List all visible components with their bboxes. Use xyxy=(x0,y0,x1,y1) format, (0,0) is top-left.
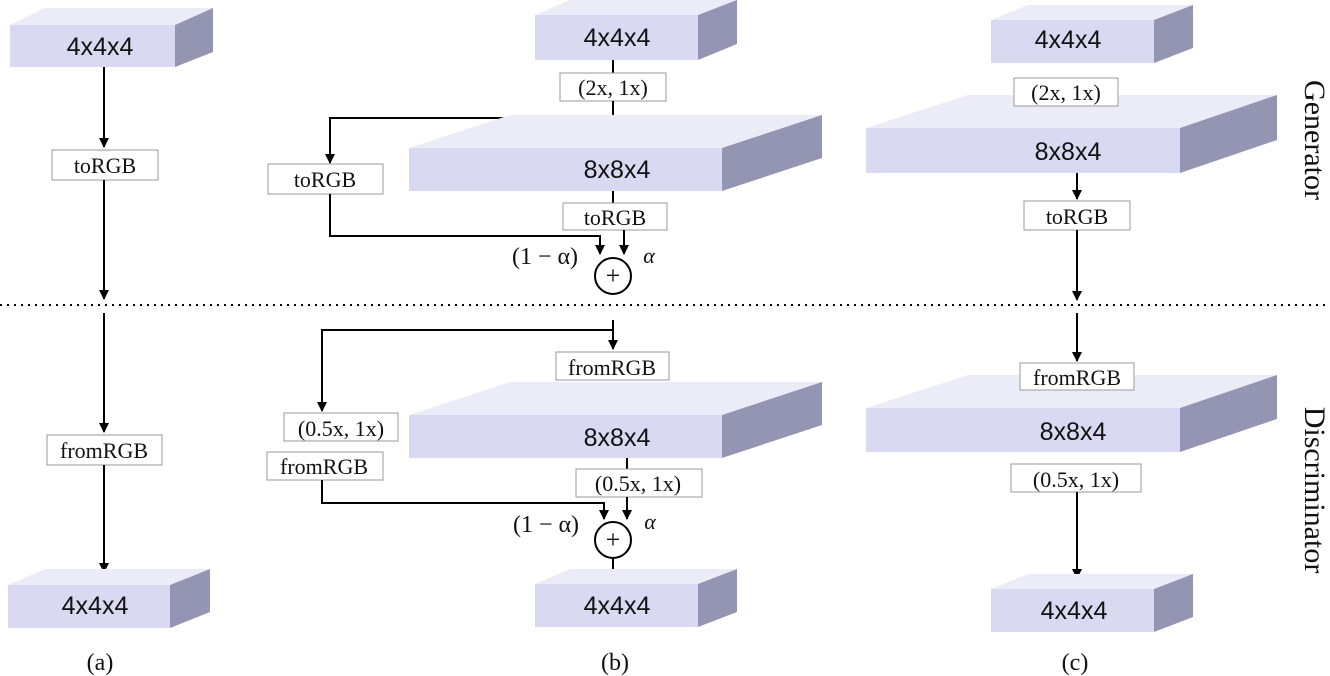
panel-c-upsample-tag: (2x, 1x) xyxy=(1013,77,1119,107)
panel-caption: (a) xyxy=(87,650,114,676)
panel-b-disc-from-rgb-right: fromRGB xyxy=(555,351,670,381)
block-label: 8x8x4 xyxy=(584,156,651,184)
alpha-label: α xyxy=(644,509,656,534)
panel-c-discriminator-block-large: 8x8x4 xyxy=(866,375,1277,452)
alpha-label: α xyxy=(643,243,655,268)
skip-path xyxy=(329,194,605,255)
panel-b-discriminator-block-large: 8x8x4 xyxy=(409,382,822,458)
panel-b-disc-sum-node: + xyxy=(594,521,632,559)
to-rgb-label: toRGB xyxy=(74,153,136,178)
panel-b-disc-from-rgb-left: fromRGB xyxy=(266,451,384,481)
panel-a-generator-block: 4x4x4 xyxy=(10,8,213,67)
panel-b-disc-downsample-left: (0.5x, 1x) xyxy=(283,412,399,442)
panel-b-disc-downsample-right: (0.5x, 1x) xyxy=(575,468,703,498)
skip-path xyxy=(321,480,609,520)
panel-b-upsample-tag: (2x, 1x) xyxy=(559,72,667,102)
panel-a-discriminator-block: 4x4x4 xyxy=(8,569,210,628)
sum-symbol: + xyxy=(606,525,621,554)
block-label: 4x4x4 xyxy=(62,592,129,620)
from-rgb-label: fromRGB xyxy=(1033,365,1121,390)
panel-a-to-rgb: toRGB xyxy=(51,149,159,181)
panel-caption: (b) xyxy=(601,650,629,676)
sum-symbol: + xyxy=(606,261,621,290)
upsample-label: (2x, 1x) xyxy=(1031,80,1101,105)
panel-b-generator-block-small: 4x4x4 xyxy=(535,0,737,60)
downsample-label: (0.5x, 1x) xyxy=(1033,467,1119,492)
block-label: 4x4x4 xyxy=(67,33,134,61)
panel-a-from-rgb: fromRGB xyxy=(46,434,163,466)
one-minus-alpha-label: (1 − α) xyxy=(513,512,579,538)
to-rgb-label: toRGB xyxy=(584,205,646,230)
panel-b-gen-to-rgb-right: toRGB xyxy=(562,202,668,231)
panel-c-generator-block-large: 8x8x4 xyxy=(866,95,1277,173)
downsample-label: (0.5x, 1x) xyxy=(298,416,384,441)
generator-label: Generator xyxy=(1298,80,1330,200)
block-label: 4x4x4 xyxy=(1041,597,1108,625)
panel-c-generator-block-small: 4x4x4 xyxy=(991,5,1193,63)
from-rgb-label: fromRGB xyxy=(568,355,656,380)
panel-c: 4x4x4 8x8x4 (2x, 1x) toRGB 8x8x4 fromRGB xyxy=(866,5,1277,676)
to-rgb-label: toRGB xyxy=(1046,204,1108,229)
panel-b-generator-block-large: 8x8x4 xyxy=(409,115,822,191)
from-rgb-label: fromRGB xyxy=(60,438,148,463)
panel-b-discriminator-block-small: 4x4x4 xyxy=(535,569,737,627)
block-label: 8x8x4 xyxy=(1035,138,1102,166)
panel-c-to-rgb: toRGB xyxy=(1023,200,1131,231)
to-rgb-label: toRGB xyxy=(294,167,356,192)
panel-b-gen-to-rgb-left: toRGB xyxy=(267,163,384,195)
panel-b: 4x4x4 (2x, 1x) toRGB 8x8x4 toRGB (1 − α) xyxy=(266,0,822,676)
downsample-label: (0.5x, 1x) xyxy=(595,471,681,496)
discriminator-label: Discriminator xyxy=(1298,407,1330,574)
skip-branch xyxy=(317,329,613,412)
one-minus-alpha-label: (1 − α) xyxy=(512,244,578,270)
block-label: 8x8x4 xyxy=(584,424,651,452)
panel-b-gen-sum-node: + xyxy=(594,257,632,295)
upsample-label: (2x, 1x) xyxy=(578,75,648,100)
panel-c-from-rgb: fromRGB xyxy=(1019,362,1135,391)
from-rgb-label: fromRGB xyxy=(280,454,368,479)
panel-caption: (c) xyxy=(1062,650,1089,676)
panel-c-discriminator-block-small: 4x4x4 xyxy=(991,574,1193,632)
panel-c-downsample-tag: (0.5x, 1x) xyxy=(1010,463,1142,493)
block-label: 4x4x4 xyxy=(584,24,651,52)
panel-a: 4x4x4 toRGB fromRGB 4x4x4 (a) xyxy=(8,8,213,676)
block-label: 8x8x4 xyxy=(1040,418,1107,446)
block-label: 4x4x4 xyxy=(1035,26,1102,54)
block-label: 4x4x4 xyxy=(584,592,651,620)
